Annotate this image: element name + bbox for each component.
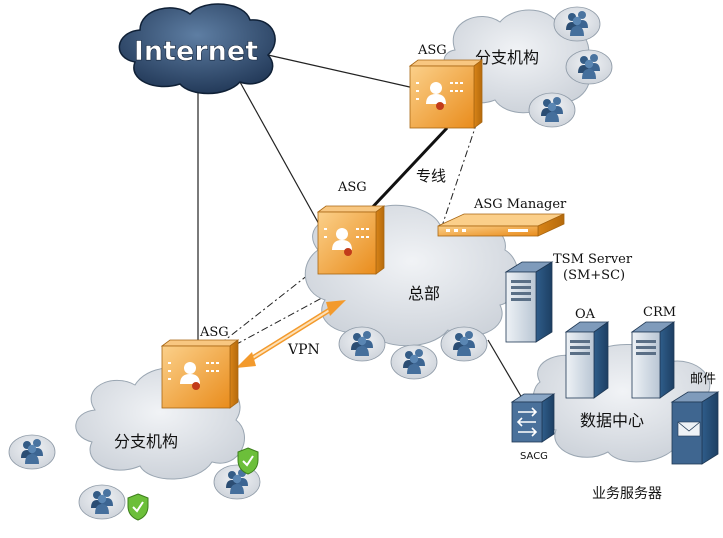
user-group-icon: [554, 7, 600, 41]
shield-icon: [237, 447, 259, 475]
hq-label: 总部: [408, 284, 440, 303]
mail-icon: [670, 391, 720, 465]
internet-label: Internet: [134, 36, 258, 67]
vpn-arrow: VPN: [236, 300, 346, 368]
link-mgmt-top: [439, 121, 478, 233]
firewall-device-icon: [408, 59, 484, 129]
internet-cloud-icon: Internet: [118, 3, 276, 95]
user-group-icon: [441, 327, 487, 361]
user-group-icon: [9, 435, 55, 469]
user-group-icon: [391, 345, 437, 379]
datacenter-label: 数据中心: [580, 411, 644, 430]
asg-label-top: ASG: [417, 43, 447, 58]
firewall-device-icon: [316, 205, 386, 275]
biz-servers-label: 业务服务器: [592, 486, 662, 502]
branch-top-label: 分支机构: [475, 48, 539, 67]
asg-label-left: ASG: [199, 325, 229, 340]
link-leased-line: [366, 126, 449, 214]
leased-line-label: 专线: [416, 167, 446, 185]
server-rack-icon: [630, 321, 676, 399]
server-rack-icon: [504, 261, 554, 343]
link-internet-top-asg: [267, 54, 415, 89]
asg-manager-label: ASG Manager: [473, 197, 567, 212]
mail-label: 邮件: [690, 372, 716, 387]
crm-label: CRM: [643, 305, 676, 320]
asg-label-center: ASG: [337, 180, 367, 195]
tsm-server-label: TSM Server: [553, 252, 633, 267]
firewall-device-icon: [160, 339, 240, 409]
sacg-label: SACG: [520, 451, 548, 462]
user-group-icon: [566, 50, 612, 84]
server-rack-icon: [437, 213, 565, 237]
branch-bottom-label: 分支机构: [114, 432, 178, 451]
oa-label: OA: [575, 307, 596, 322]
server-rack-icon: [564, 321, 610, 399]
tsm-server-sub: (SM+SC): [563, 268, 625, 283]
vpn-label: VPN: [287, 342, 320, 358]
link-internet-center-asg: [239, 81, 321, 227]
link-hq-sacg: [487, 339, 523, 399]
user-group-icon: [529, 93, 575, 127]
switch-icon: [510, 393, 556, 443]
shield-icon: [127, 493, 149, 521]
user-group-icon: [79, 485, 125, 519]
user-group-icon: [339, 327, 385, 361]
